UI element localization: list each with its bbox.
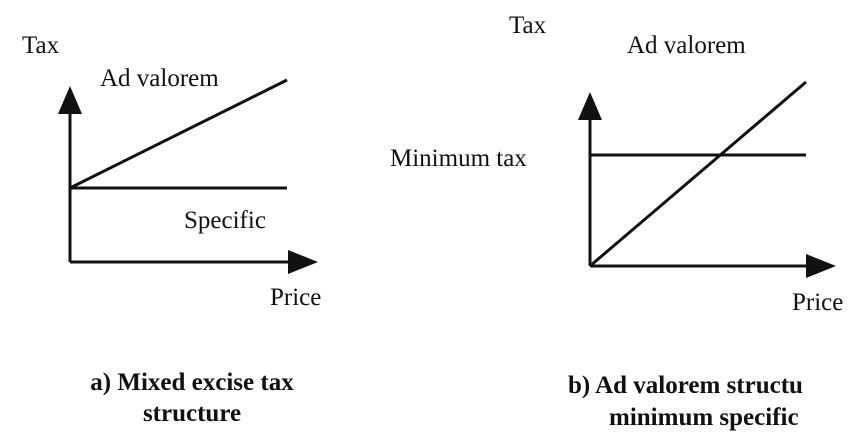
panel-a-y-axis-label: Tax — [22, 32, 60, 59]
panel-b-minimum-tax-label: Minimum tax — [390, 145, 527, 172]
panel-b-y-axis-arrow — [578, 92, 602, 120]
panel-b-caption-line1: b) Ad valorem structu — [568, 372, 803, 399]
panel-a-x-axis-label: Price — [270, 284, 321, 311]
panel-a-x-axis-arrow — [288, 250, 318, 274]
panel-a-caption-line2: structure — [143, 400, 241, 427]
panel-b-caption-line2: minimum specific — [609, 404, 799, 431]
panel-b-x-axis-label: Price — [792, 289, 843, 316]
panel-a-caption-line1: a) Mixed excise tax — [90, 369, 294, 396]
panel-a-y-axis-arrow — [58, 86, 82, 114]
panel-a-ad-valorem-line — [69, 78, 288, 190]
panel-a: Tax Price Ad valorem Specific a) Mixed e… — [22, 32, 321, 427]
panel-b-ad-valorem-label: Ad valorem — [627, 32, 746, 59]
panel-a-specific-label: Specific — [184, 207, 266, 234]
panel-a-ad-valorem-label: Ad valorem — [100, 65, 219, 92]
panel-b: Tax Ad valorem Price Minimum tax b) Ad v… — [390, 12, 843, 431]
panel-b-x-axis-arrow — [806, 254, 836, 278]
panel-b-ad-valorem-line — [589, 80, 807, 268]
panel-b-y-axis-label: Tax — [509, 12, 547, 39]
